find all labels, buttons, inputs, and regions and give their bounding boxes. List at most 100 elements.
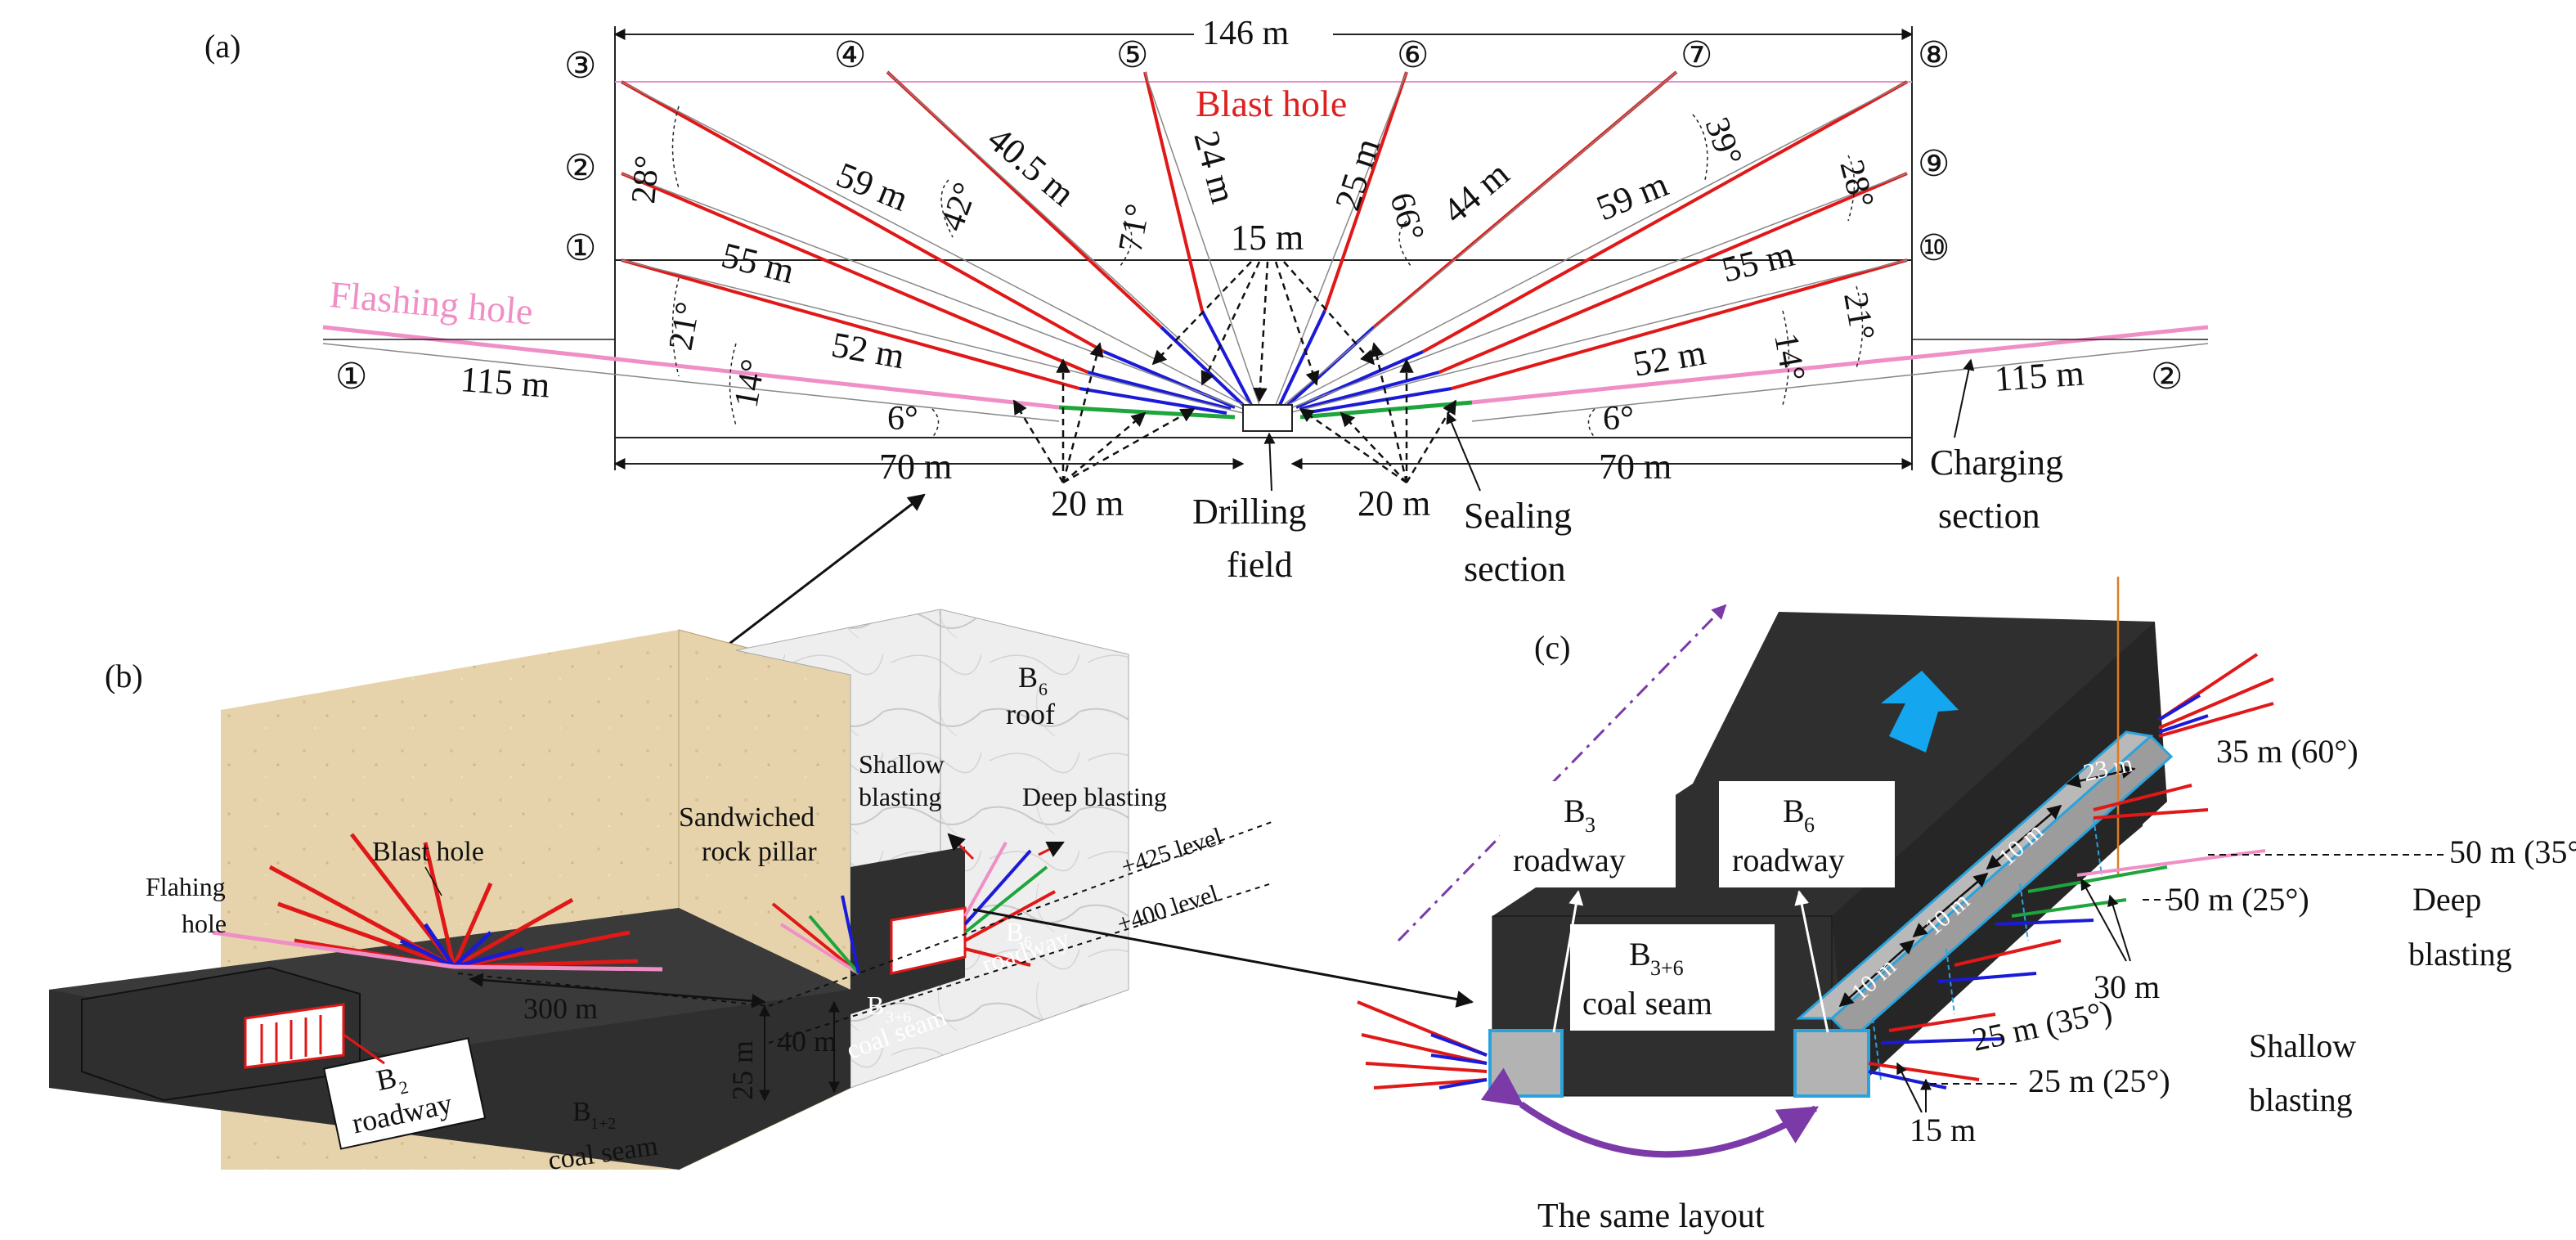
same-layout-loop	[1480, 1067, 1820, 1158]
c-fans	[1357, 653, 2274, 1089]
svg-text:6: 6	[1804, 813, 1815, 837]
width-label: 146 m	[1202, 15, 1290, 52]
hole-9-blue	[1299, 371, 1440, 411]
svg-text:2: 2	[397, 1076, 411, 1098]
c-leader-lines	[1930, 854, 2445, 1085]
d-50-25: 50 m (25°)	[2167, 881, 2309, 918]
charging-label-1: Charging	[1930, 443, 2063, 483]
sandwiched-label-1: Sandwiched	[679, 802, 815, 833]
angle-6-left: 6°	[887, 400, 918, 438]
len-70-right: 70 m	[1599, 447, 1672, 487]
b3-roadway-box	[1488, 1029, 1564, 1098]
b6-roadway-b: B	[1006, 917, 1023, 946]
d-30: 30 m	[2094, 968, 2160, 1005]
b6-roof-word: roof	[1006, 698, 1055, 730]
blast-hole-label: Blast hole	[1196, 83, 1347, 124]
d-50-35: 50 m (35°)	[2449, 833, 2576, 870]
charging-label-2: section	[1938, 496, 2040, 536]
len-15: 15 m	[1231, 218, 1304, 258]
shallow-arrow	[947, 833, 975, 860]
svg-text:B: B	[1564, 793, 1586, 829]
dim-25-label: 25 m	[726, 1040, 759, 1100]
charging-pointer	[1954, 358, 1975, 438]
len-20-left: 20 m	[1051, 483, 1124, 523]
hole-number-10: ⑩	[1918, 228, 1950, 268]
flahing-label-2: hole	[182, 909, 227, 938]
shallow-label-1: Shallow	[859, 749, 945, 779]
b6-pointer	[1794, 890, 1829, 1033]
hole-5	[1143, 71, 1204, 312]
b12-sub: 1+2	[590, 1115, 616, 1133]
hole-number-6: ⑥	[1397, 35, 1429, 75]
b36-roadway-face	[890, 906, 967, 975]
d-15: 15 m	[1910, 1112, 1976, 1148]
svg-text:3+6: 3+6	[1650, 956, 1684, 980]
b2-roadway-face	[244, 1003, 345, 1069]
sealing-left	[1058, 405, 1236, 420]
svg-text:B: B	[1783, 793, 1805, 829]
angle-42: 42°	[933, 177, 985, 236]
angle-28-left: 28°	[625, 154, 666, 205]
hole-1-blue	[1079, 387, 1227, 415]
panel-a: (a) 146 m	[204, 15, 2209, 589]
hole-10-blue	[1304, 387, 1452, 415]
deep-arrow	[1038, 841, 1065, 857]
panel-b: (b)	[49, 609, 1272, 1176]
svg-text:coal seam: coal seam	[1582, 985, 1712, 1022]
hole-number-3: ③	[564, 46, 596, 86]
c-right-labels: 35 m (60°) 50 m (35°) 50 m (25°) Deep bl…	[1910, 733, 2576, 1148]
svg-text:roadway: roadway	[1732, 842, 1845, 878]
b-blast-hole-pointer	[424, 866, 442, 896]
hole-8	[1422, 80, 1908, 353]
hole-9	[1438, 172, 1908, 374]
len-20-right: 20 m	[1358, 483, 1430, 523]
len-55-right: 55 m	[1718, 234, 1798, 290]
angle-71: 71°	[1112, 201, 1158, 255]
sealing-pointer	[1446, 411, 1481, 492]
hole-6	[1323, 71, 1408, 312]
deep-label-1: Deep	[2412, 881, 2481, 918]
deep-label-2: blasting	[2408, 936, 2512, 973]
hole-10	[1451, 258, 1908, 390]
flahing-label-1: Flahing	[146, 872, 226, 901]
b6-roof-sub: 6	[1039, 679, 1048, 699]
dim-40-label: 40 m	[777, 1025, 837, 1058]
shallow-label-2: blasting	[859, 782, 941, 811]
same-layout-label: The same layout	[1537, 1197, 1765, 1235]
svg-text:roadway: roadway	[1513, 842, 1626, 878]
angle-21-right: 21°	[1836, 290, 1882, 344]
panel-a-tag: (a)	[204, 28, 240, 65]
angle-39: 39°	[1698, 113, 1749, 171]
hole-number-7: ⑦	[1681, 35, 1712, 75]
b6-roof-b: B	[1018, 661, 1038, 694]
hole-2-blue	[1087, 371, 1232, 411]
b-blast-fan	[212, 833, 663, 972]
b3-pointer	[1552, 890, 1584, 1033]
hole-number-1: ①	[564, 228, 596, 268]
len-70-left: 70 m	[879, 447, 952, 487]
b6-roadway-label: B 6 roadway	[1719, 781, 1895, 887]
shallow-label-2: blasting	[2249, 1081, 2353, 1118]
drilling-field-label-2: field	[1227, 545, 1293, 585]
panel-a-frame	[614, 26, 1913, 470]
hole-number-4: ④	[834, 35, 866, 75]
len-52-left: 52 m	[828, 325, 907, 377]
flash-number-2: ②	[2151, 357, 2183, 397]
sealing-label-2: section	[1464, 549, 1566, 589]
hole-6-blue	[1278, 310, 1326, 406]
guide-lines	[322, 71, 2209, 422]
len-25: 25 m	[1327, 133, 1388, 215]
len-115-right: 115 m	[1993, 353, 2085, 399]
b36-sub: 3+6	[886, 1009, 911, 1027]
len-24: 24 m	[1186, 127, 1243, 208]
angle-arcs	[671, 106, 1864, 438]
b6-roadway-sub: 6	[1024, 933, 1032, 951]
hole-3	[621, 80, 1105, 353]
level-400: +400 level	[1114, 880, 1222, 938]
segment-dims	[1838, 764, 2136, 1008]
flash-number-1: ①	[335, 357, 367, 397]
len-115-left: 115 m	[459, 359, 551, 406]
sealing-label-1: Sealing	[1464, 496, 1572, 536]
len-44: 44 m	[1435, 154, 1517, 231]
